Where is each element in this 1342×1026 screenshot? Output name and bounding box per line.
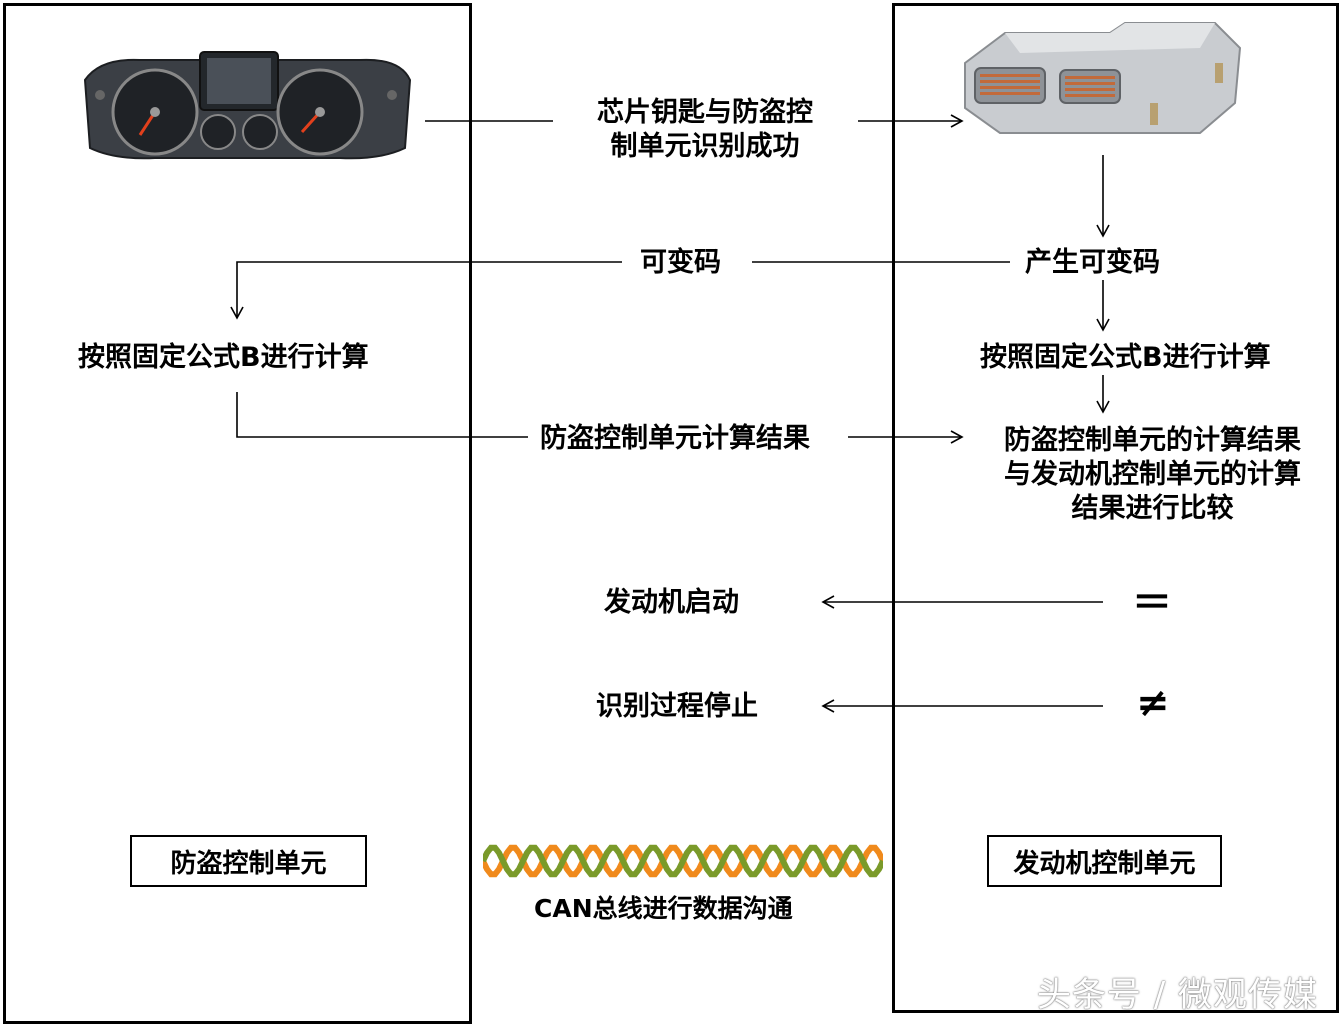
engine-unit-label: 发动机控制单元 (987, 835, 1222, 887)
calc-right-text: 按照固定公式B进行计算 (980, 342, 1271, 373)
ecu-panel (892, 3, 1339, 1013)
generate-variable-code-text: 产生可变码 (1025, 247, 1160, 278)
immobilizer-panel (3, 3, 472, 1024)
immo-result-text: 防盗控制单元计算结果 (540, 423, 810, 454)
process-stop-text: 识别过程停止 (596, 691, 758, 722)
engine-start-text: 发动机启动 (604, 587, 739, 618)
equal-symbol: ＝ (1132, 580, 1172, 626)
calc-left-text: 按照固定公式B进行计算 (78, 342, 369, 373)
not-equal-symbol: ≠ (1136, 680, 1170, 726)
immobilizer-unit-label: 防盗控制单元 (130, 835, 367, 887)
compare-text: 防盗控制单元的计算结果 与发动机控制单元的计算 结果进行比较 (1004, 425, 1301, 524)
engine-control-unit-icon (964, 22, 1242, 134)
variable-code-text: 可变码 (640, 247, 721, 278)
identify-success-text: 芯片钥匙与防盗控 制单元识别成功 (597, 97, 813, 162)
can-bus-text: CAN总线进行数据沟通 (534, 894, 793, 923)
watermark-text: 头条号 / 微观传媒 (1036, 975, 1318, 1015)
can-bus-twisted-wire-icon (483, 844, 883, 878)
instrument-cluster-icon (83, 51, 412, 160)
